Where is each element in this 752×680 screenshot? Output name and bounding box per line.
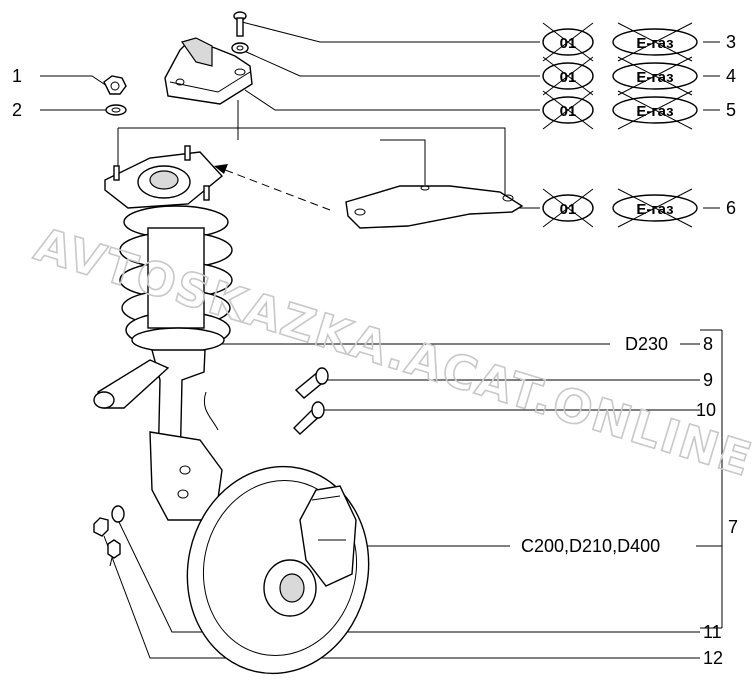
callout-code: D230 — [625, 334, 668, 354]
strut-mount-part — [104, 145, 224, 209]
strut-body-part — [93, 349, 223, 521]
callout-number: 1 — [12, 66, 22, 86]
callout-number: 12 — [703, 648, 723, 668]
badge-text: 01 — [560, 69, 577, 86]
callout-number: 6 — [726, 198, 736, 218]
callout-number: 10 — [696, 400, 716, 420]
badge-text: E-газ — [636, 35, 673, 52]
bolt-part-3 — [233, 11, 247, 37]
callout-number: 9 — [703, 370, 713, 390]
badge-text: E-газ — [636, 201, 673, 218]
badge-text: 01 — [560, 103, 577, 120]
badge-text: E-газ — [636, 103, 673, 120]
mount-bracket-part — [164, 37, 253, 105]
lower-nut-washers — [93, 505, 125, 559]
callout-number: 8 — [703, 334, 713, 354]
badge-row-6: 01 E-газ — [542, 188, 698, 228]
bolt-part-9 — [294, 367, 329, 399]
callout-number: 2 — [12, 100, 22, 120]
badge-text: E-газ — [636, 69, 673, 86]
bracket-part-6 — [345, 185, 524, 229]
callout-number: 11 — [703, 622, 722, 642]
badge-row-5: 01 E-газ — [542, 90, 698, 130]
callout-labels: 1 2 3 4 5 6 D230 8 9 10 7 C200,D210,D400… — [12, 32, 738, 668]
badge-text: 01 — [560, 201, 577, 218]
callout-code: C200,D210,D400 — [521, 536, 660, 556]
washer-part-4 — [231, 42, 249, 54]
nut-part — [103, 75, 127, 95]
callout-number: 3 — [726, 32, 736, 52]
callout-number: 4 — [726, 66, 736, 86]
washer-part — [105, 104, 127, 116]
badge-row-4: 01 E-газ — [542, 56, 698, 96]
coil-spring-part — [119, 205, 233, 353]
bolt-part-10 — [293, 401, 325, 435]
badge-row-3: 01 E-газ — [542, 22, 698, 62]
brake-disc-part — [186, 465, 370, 675]
leader-lines — [40, 21, 723, 659]
callout-number: 5 — [726, 100, 736, 120]
callout-number: 7 — [728, 517, 738, 537]
badge-text: 01 — [560, 35, 577, 52]
